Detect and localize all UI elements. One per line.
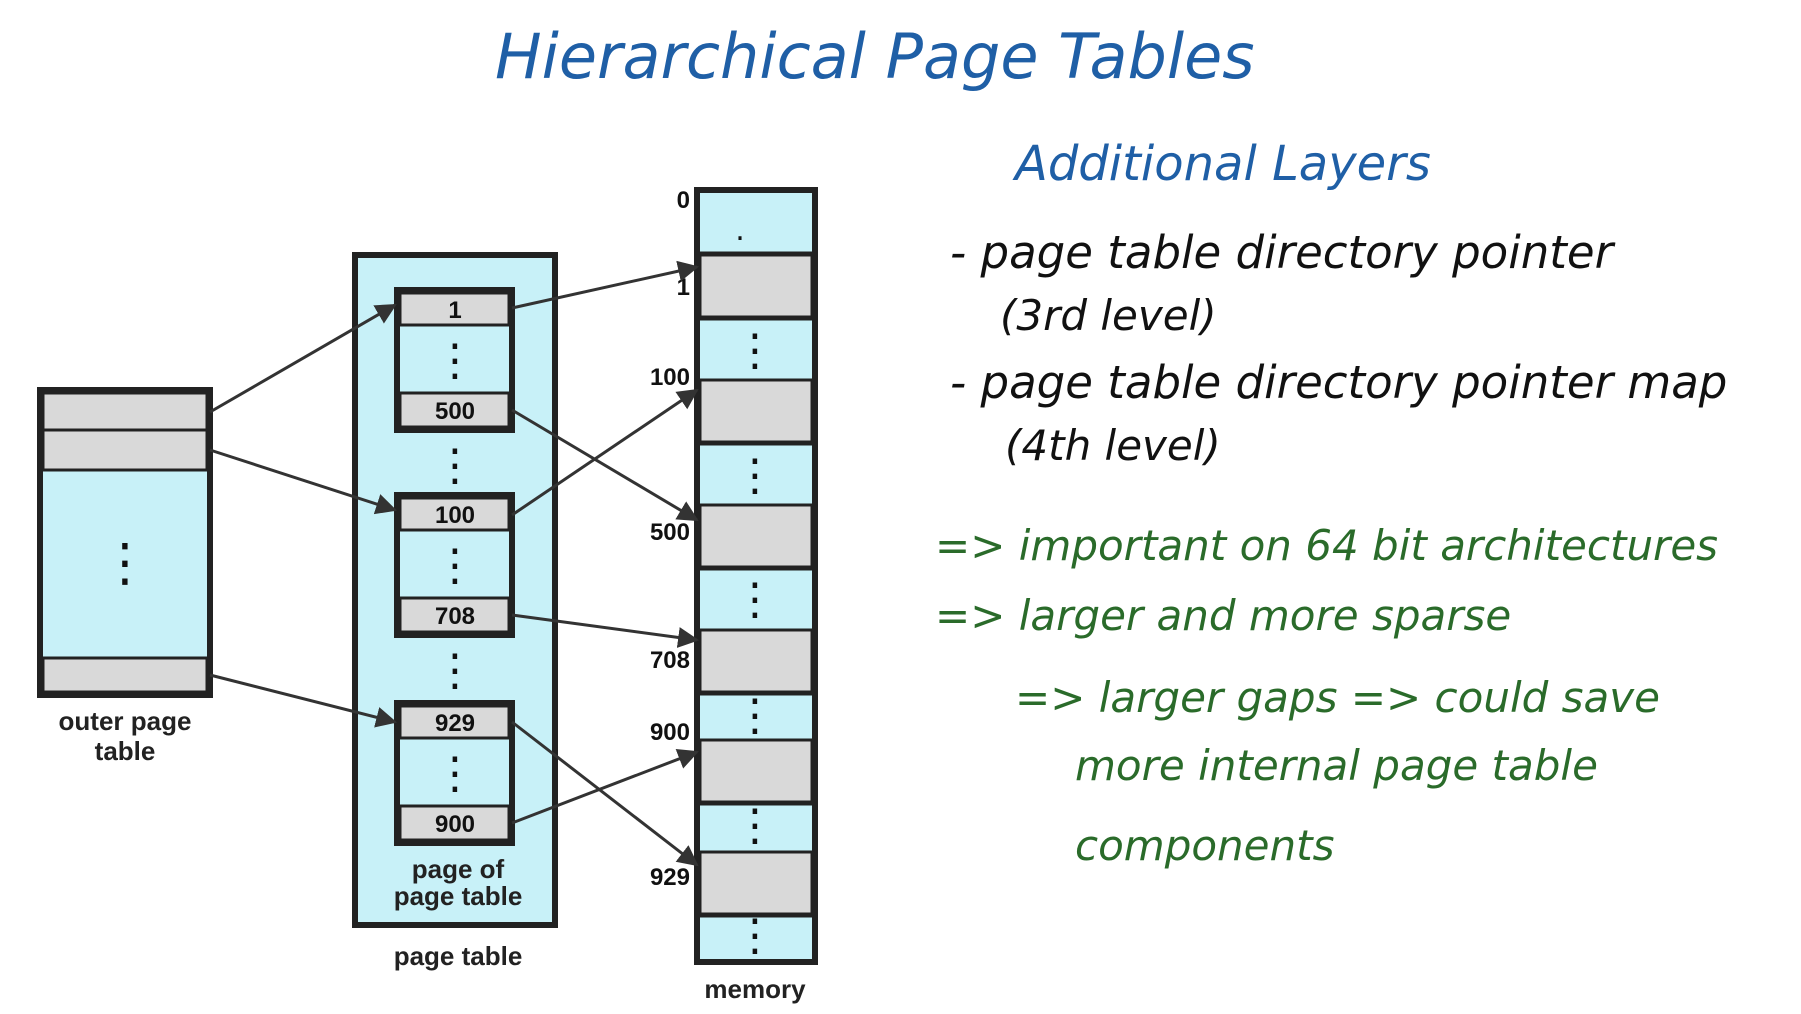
outer-page-table: ⋮: [37, 387, 213, 698]
addr-929: 929: [650, 864, 690, 891]
mem-ellipsis-4: ⋮: [733, 690, 777, 741]
arrow-e929-a929: [511, 720, 699, 867]
arrows-outer-to-inner: [209, 303, 398, 728]
entry-100: 100: [435, 502, 475, 529]
addr-100: 100: [650, 364, 690, 391]
mem-ellipsis-6: ⋮: [733, 910, 777, 961]
memory-dot: .: [735, 213, 745, 248]
notes-heading: Additional Layers: [1012, 136, 1431, 192]
arrows-inner-to-memory: [511, 260, 700, 867]
point2: => larger and more sparse: [935, 591, 1511, 640]
mem-ellipsis-2: ⋮: [733, 450, 777, 501]
arrow-outer-1: [209, 303, 397, 414]
inner-label-line1: page of: [412, 854, 505, 884]
addr-1: 1: [677, 274, 690, 301]
arrow-outer-3: [209, 673, 398, 728]
between-ellipsis-2: ⋮: [433, 645, 477, 696]
mem-ellipsis-5: ⋮: [733, 800, 777, 851]
bullet2-line2: (4th level): [1005, 421, 1221, 470]
arrow-e500-a500: [511, 408, 699, 522]
outer-ellipsis: ⋮: [99, 533, 151, 593]
entry-708: 708: [435, 603, 475, 630]
memory-column: . ⋮ ⋮ ⋮ ⋮ ⋮ ⋮: [694, 187, 818, 965]
mem-ellipsis-3: ⋮: [733, 574, 777, 625]
inner2-ellipsis: ⋮: [433, 540, 477, 591]
arrow-outer-2: [209, 448, 397, 515]
entry-1: 1: [448, 297, 461, 324]
memory-label: memory: [704, 974, 806, 1004]
mem-ellipsis-1: ⋮: [733, 325, 777, 376]
arrow-e900-a900: [511, 748, 699, 825]
bullet2-line1: - page table directory pointer map: [950, 356, 1727, 409]
page-title: Hierarchical Page Tables: [495, 20, 1255, 93]
inner-page-2: 100 ⋮ 708: [394, 492, 515, 638]
inner-page-1: 1 ⋮ 500: [394, 287, 515, 433]
inner-page-3: 929 ⋮ 900: [394, 700, 515, 846]
addr-708: 708: [650, 647, 690, 674]
arrow-e100-a100: [511, 388, 699, 517]
point3-line2: more internal page table: [1075, 741, 1598, 790]
addr-500: 500: [650, 519, 690, 546]
arrow-e708-a708: [511, 613, 700, 648]
outer-label-line1: outer page: [59, 706, 192, 736]
addr-900: 900: [650, 719, 690, 746]
point1: => important on 64 bit architectures: [935, 521, 1718, 570]
point3-line1: => larger gaps => could save: [1015, 673, 1660, 722]
bullet1-line1: - page table directory pointer: [950, 226, 1616, 279]
bullet1-line2: (3rd level): [1000, 291, 1217, 340]
inner1-ellipsis: ⋮: [433, 335, 477, 386]
inner3-ellipsis: ⋮: [433, 748, 477, 799]
entry-900: 900: [435, 811, 475, 838]
entry-929: 929: [435, 710, 475, 737]
outer-label-line2: table: [95, 736, 156, 766]
between-ellipsis-1: ⋮: [433, 440, 477, 491]
point3-line3: components: [1075, 821, 1335, 870]
inner-label-line2: page table: [394, 881, 523, 911]
arrow-e1-a1: [511, 260, 700, 310]
addr-0: 0: [677, 187, 690, 214]
page-table-label: page table: [394, 941, 523, 971]
entry-500: 500: [435, 398, 475, 425]
